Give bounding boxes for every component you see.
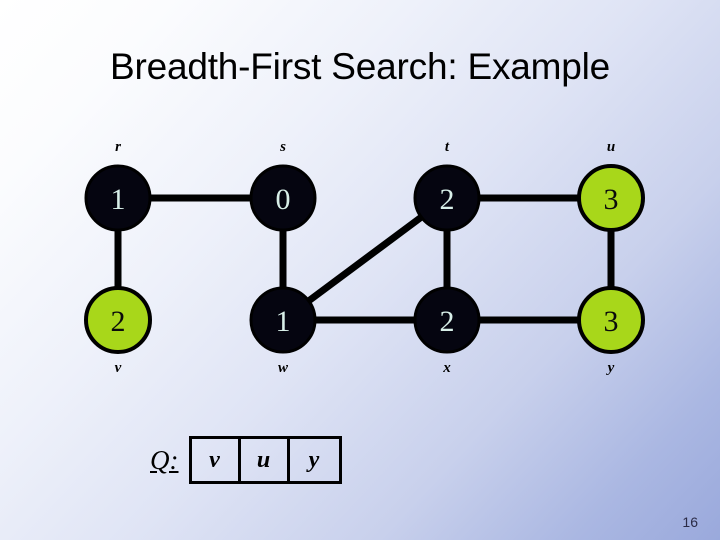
- node-value-v: 2: [111, 305, 126, 338]
- page-number: 16: [682, 514, 698, 530]
- graph-node-u[interactable]: 3: [577, 164, 645, 232]
- node-circle-s: [249, 164, 317, 232]
- node-circle-w: [249, 286, 317, 354]
- graph-node-r[interactable]: 1: [84, 164, 152, 232]
- node-value-u: 3: [604, 183, 619, 216]
- node-value-r: 1: [111, 183, 126, 216]
- node-value-x: 2: [440, 305, 455, 338]
- graph-node-y[interactable]: 3: [577, 286, 645, 354]
- node-letter-w: w: [278, 360, 289, 376]
- node-letter-x: x: [442, 360, 451, 376]
- graph-node-t[interactable]: 2: [413, 164, 481, 232]
- queue-label: Q:: [150, 444, 179, 475]
- node-circle-t: [413, 164, 481, 232]
- graph-node-x[interactable]: 2: [413, 286, 481, 354]
- node-letter-r: r: [115, 139, 121, 155]
- graph-edge-w-t: [280, 195, 450, 323]
- queue-cell[interactable]: u: [241, 439, 290, 481]
- graph-node-letters: r s t u v w x y: [115, 139, 616, 376]
- node-value-w: 1: [276, 305, 291, 338]
- node-letter-t: t: [445, 139, 450, 155]
- node-circle-r: [84, 164, 152, 232]
- page-title: Breadth-First Search: Example: [109, 46, 611, 87]
- graph-node-v[interactable]: 2: [84, 286, 152, 354]
- graph-nodes: 1 0 2 3 2 1 2 3: [84, 164, 645, 354]
- node-value-t: 2: [440, 183, 455, 216]
- graph-node-w[interactable]: 1: [249, 286, 317, 354]
- node-circle-x: [413, 286, 481, 354]
- graph-node-s[interactable]: 0: [249, 164, 317, 232]
- node-letter-s: s: [279, 139, 286, 155]
- node-letter-v: v: [115, 360, 122, 376]
- node-circle-v: [84, 286, 152, 354]
- queue-cell[interactable]: v: [192, 439, 241, 481]
- node-letter-u: u: [607, 139, 615, 155]
- queue-cell[interactable]: y: [308, 446, 320, 473]
- node-value-s: 0: [276, 183, 291, 216]
- node-circle-u: [577, 164, 645, 232]
- node-value-y: 3: [604, 305, 619, 338]
- graph-edges: [114, 194, 615, 324]
- node-letter-y: y: [606, 360, 615, 376]
- node-circle-y: [577, 286, 645, 354]
